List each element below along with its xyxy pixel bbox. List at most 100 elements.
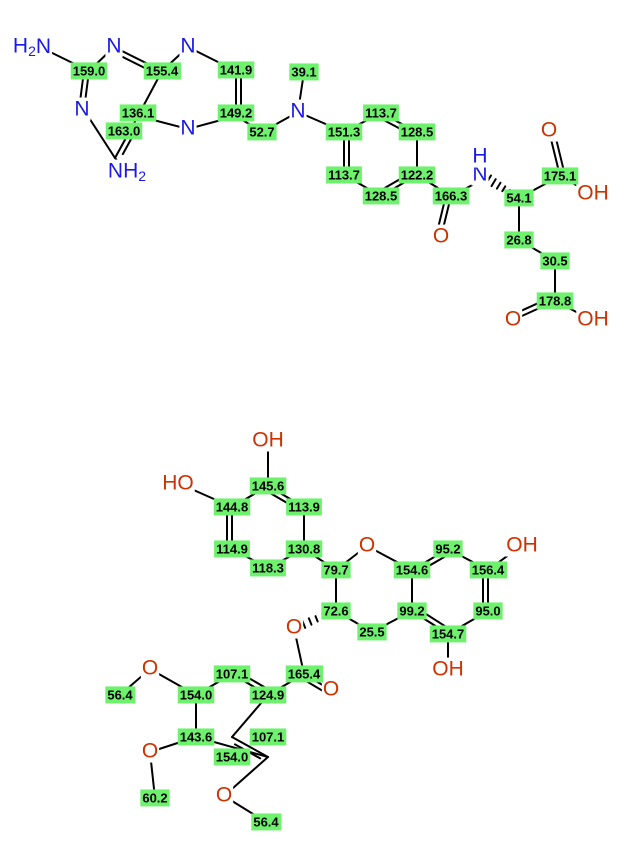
atom-label-backing — [73, 97, 91, 121]
shift-highlight-m2-21 — [249, 728, 287, 746]
atom-label-m2-o-methoxy2: O — [142, 740, 158, 763]
atom-label-m1-nh: N — [472, 163, 487, 186]
shift-label-m2-20: 143.6 — [180, 729, 213, 744]
atom-label-backing — [284, 615, 304, 639]
shift-highlight-m1-1 — [143, 62, 182, 80]
atom-label-backing — [576, 307, 610, 331]
shift-label-m1-5: 149.2 — [220, 105, 253, 120]
shift-label-m1-11: 113.7 — [328, 167, 360, 182]
shift-highlight-m2-7 — [469, 561, 508, 579]
shift-highlight-m1-19 — [536, 292, 574, 310]
atom-label-backing — [179, 34, 197, 58]
shift-highlight-m1-17 — [504, 231, 534, 249]
atom-label-backing — [431, 224, 451, 248]
shift-label-m2-1: 144.8 — [216, 499, 249, 514]
atom-label-m1-o-acid2: O — [505, 308, 521, 331]
shift-label-m2-5: 130.8 — [288, 541, 321, 556]
shift-highlight-m2-19 — [249, 686, 287, 704]
shift-label-m2-3: 95.2 — [435, 541, 460, 556]
atom-label-m2-o-methoxy3: O — [216, 784, 232, 807]
shift-highlight-m1-8 — [325, 123, 363, 141]
shift-label-m2-7: 156.4 — [472, 562, 505, 577]
atom-label-backing — [289, 99, 307, 123]
shift-label-m2-0: 145.6 — [252, 478, 285, 493]
atom-label-backing — [321, 677, 341, 701]
shift-highlight-m2-8 — [250, 559, 286, 577]
atom-label-m1-h: H — [472, 145, 487, 168]
shift-label-m2-4: 114.9 — [216, 541, 248, 556]
atom-label-backing — [140, 739, 160, 763]
shift-highlight-m2-3 — [433, 540, 463, 558]
shift-highlight-m1-14 — [432, 187, 470, 205]
atom-label-m1-n2: N — [180, 35, 195, 58]
shift-label-m1-0: 159.0 — [73, 63, 106, 78]
shift-label-m2-19: 124.9 — [252, 687, 285, 702]
shift-label-m2-11: 99.2 — [399, 603, 424, 618]
shift-highlight-m2-12 — [473, 602, 503, 620]
atom-label-backing — [357, 533, 377, 557]
shift-label-m1-2: 141.9 — [220, 62, 253, 77]
shift-label-m2-6: 154.6 — [396, 562, 429, 577]
shift-highlight-m1-11 — [326, 166, 362, 184]
shift-label-m2-13: 25.5 — [359, 624, 384, 639]
shift-label-m2-8: 118.3 — [252, 560, 284, 575]
shift-label-m2-15: 107.1 — [216, 666, 249, 681]
shift-highlight-m1-12 — [398, 166, 436, 184]
atom-label-backing — [471, 162, 489, 186]
shift-highlight-m2-2 — [286, 498, 322, 516]
shift-label-m1-13: 128.5 — [365, 188, 398, 203]
atom-label-backing — [503, 307, 523, 331]
hashed-bond-26-3 — [501, 185, 507, 193]
shift-label-m1-7: 113.7 — [365, 105, 397, 120]
shift-highlight-m2-17 — [105, 686, 136, 704]
atom-label-backing — [105, 34, 123, 58]
shift-label-m1-18: 30.5 — [542, 253, 567, 268]
bond-28-double — [554, 135, 565, 170]
atom-label-backing — [11, 34, 53, 59]
atom-label-m2-o-ester: O — [286, 616, 302, 639]
atom-label-m1-n3: N — [74, 98, 89, 121]
bond-63 — [231, 736, 269, 758]
atom-label-backing — [505, 533, 539, 557]
shift-highlight-m1-9 — [398, 123, 436, 141]
shift-label-m2-2: 113.9 — [288, 499, 320, 514]
shift-highlight-m2-14 — [429, 625, 467, 643]
atom-label-backing — [576, 181, 610, 205]
shift-highlight-m1-6 — [247, 123, 277, 141]
shift-highlight-m1-0 — [70, 62, 108, 80]
atom-label-m1-nh2-b: NH2 — [108, 160, 146, 184]
shift-label-m1-16: 54.1 — [506, 190, 531, 205]
shift-label-m1-3: 39.1 — [291, 64, 316, 79]
shift-label-m1-9: 128.5 — [401, 124, 434, 139]
atom-label-m1-o-acid1: O — [541, 119, 557, 142]
atom-label-backing — [431, 657, 465, 681]
shift-highlight-m2-18 — [177, 686, 215, 704]
shift-highlight-m1-2 — [217, 61, 255, 79]
hashed-bond-57-3 — [314, 615, 319, 623]
shift-label-m1-14: 166.3 — [435, 188, 468, 203]
atom-label-m2-o-ring: O — [359, 534, 375, 557]
shift-label-m2-12: 95.0 — [475, 603, 500, 618]
shift-highlight-m2-5 — [285, 540, 323, 558]
shift-highlight-m2-15 — [213, 665, 251, 683]
atom-label-m2-oh-bottom: OH — [432, 658, 464, 681]
atom-label-m1-nh2-a: H2N — [13, 35, 51, 59]
shift-highlight-m1-13 — [362, 187, 400, 205]
shift-label-m2-18: 154.0 — [180, 687, 213, 702]
hashed-bond-26-5 — [490, 178, 497, 188]
shift-highlight-m2-20 — [177, 728, 215, 746]
shift-label-m1-19: 178.8 — [539, 293, 572, 308]
hashed-bond-26-4 — [495, 181, 502, 190]
hashed-bond-57-4 — [307, 617, 313, 626]
shift-label-m2-14: 154.7 — [432, 626, 465, 641]
shift-highlight-m2-10 — [321, 602, 351, 620]
shift-highlight-m2-1 — [213, 498, 251, 516]
atom-label-m2-o-methoxy1: O — [142, 657, 158, 680]
atom-label-backing — [179, 116, 197, 140]
atom-label-m1-oh-acid1: OH — [577, 182, 609, 205]
atom-label-m2-o-carbonyl: O — [323, 678, 339, 701]
shift-highlight-m1-5 — [217, 104, 255, 122]
shift-highlight-m2-23 — [140, 789, 170, 807]
atom-label-m1-o-amide: O — [433, 225, 449, 248]
